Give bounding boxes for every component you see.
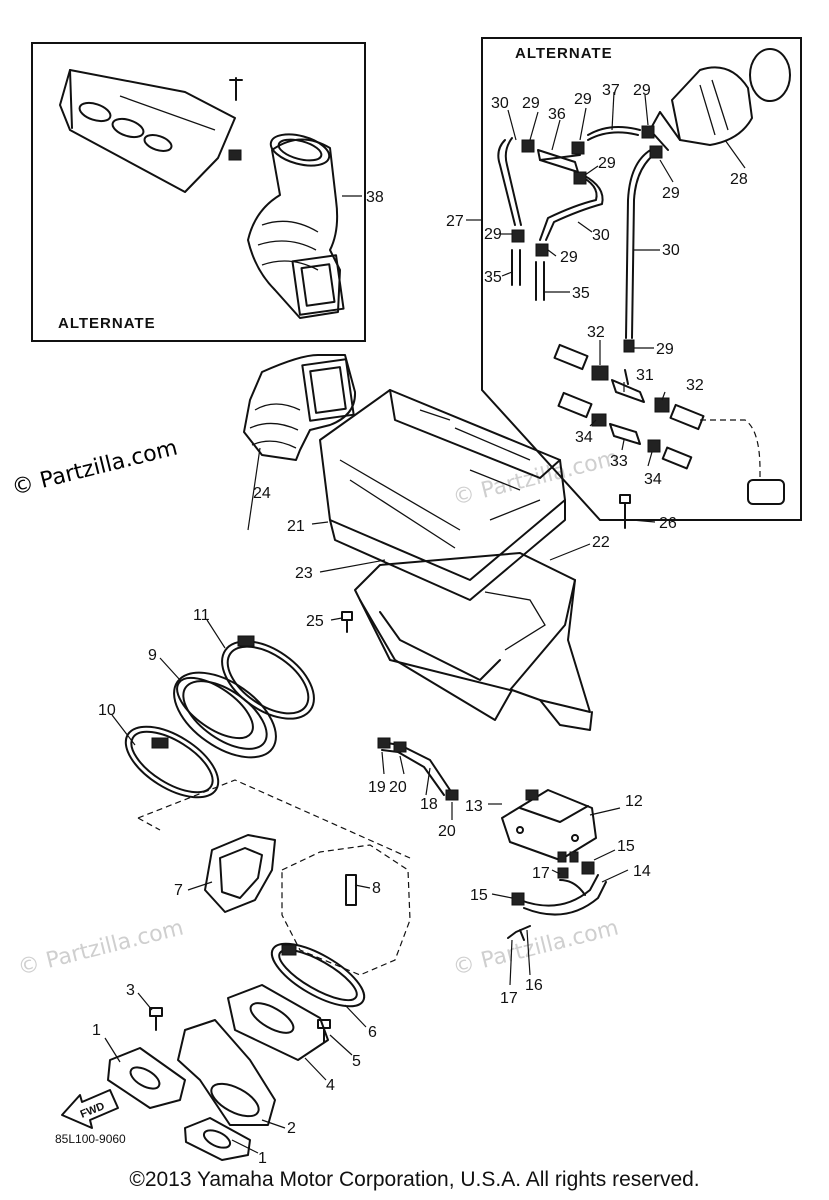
callout-29e: 29 — [662, 185, 680, 202]
callout-32a: 32 — [587, 324, 605, 341]
callout-31: 31 — [636, 367, 654, 384]
callout-14: 14 — [633, 863, 651, 880]
callout-28: 28 — [730, 171, 748, 188]
callout-20b: 20 — [438, 823, 456, 840]
callout-2: 2 — [287, 1120, 296, 1137]
callout-22: 22 — [592, 534, 610, 551]
watermark-faint-1: © Partzilla.com — [15, 915, 186, 980]
carburetor-group — [204, 834, 411, 976]
callout-15a: 15 — [470, 887, 488, 904]
callout-17a: 17 — [532, 865, 550, 882]
alternate-silencer-box — [59, 69, 243, 193]
left-inset-frame — [31, 42, 366, 342]
clip-16 — [507, 925, 531, 941]
callout-35a: 35 — [484, 269, 502, 286]
callout-13: 13 — [465, 798, 483, 815]
callout-23: 23 — [295, 565, 313, 582]
callout-labels: 1 1 2 3 4 5 6 7 8 9 10 11 12 13 14 15 15… — [92, 82, 748, 1167]
callout-24: 24 — [253, 485, 271, 502]
callout-15b: 15 — [617, 838, 635, 855]
callout-21: 21 — [287, 518, 305, 535]
callout-6: 6 — [368, 1024, 377, 1041]
silencer-cover — [319, 389, 566, 601]
callout-19: 19 — [368, 779, 386, 796]
copyright-notice: ©2013 Yamaha Motor Corporation, U.S.A. A… — [129, 1168, 700, 1191]
fuel-pump — [501, 789, 597, 863]
left-alternate-inset: ALTERNATE — [31, 42, 366, 342]
callout-17b: 17 — [500, 990, 518, 1007]
drawing-number: 85L100-9060 — [55, 1132, 126, 1146]
reed-valve — [270, 942, 366, 1008]
callout-29a: 29 — [522, 95, 540, 112]
callout-4: 4 — [326, 1077, 335, 1094]
callout-12: 12 — [625, 793, 643, 810]
left-inset-label: ALTERNATE — [58, 315, 156, 332]
bolt-3 — [149, 1007, 163, 1031]
callout-37: 37 — [602, 82, 620, 99]
leader-lines — [104, 91, 746, 1154]
callout-30c: 30 — [662, 242, 680, 259]
gaskets-1 — [107, 1047, 251, 1161]
callout-7: 7 — [174, 882, 183, 899]
fuel-hoses-14 — [511, 861, 607, 916]
callout-30a: 30 — [491, 95, 509, 112]
screw-25 — [341, 611, 353, 633]
fwd-arrow: FWD — [61, 1089, 119, 1129]
callout-16: 16 — [525, 977, 543, 994]
callout-29g: 29 — [560, 249, 578, 266]
watermark-main: © Partzilla.com — [9, 435, 180, 500]
callout-1b: 1 — [258, 1150, 267, 1167]
reed-valve-plate — [227, 984, 329, 1061]
fwd-label: FWD — [79, 1100, 107, 1121]
callout-29d: 29 — [598, 155, 616, 172]
right-inset-frame — [481, 37, 802, 521]
callout-29c: 29 — [633, 82, 651, 99]
intake-duct — [243, 354, 357, 461]
callout-27: 27 — [446, 213, 464, 230]
callout-26: 26 — [659, 515, 677, 532]
callout-29b: 29 — [574, 91, 592, 108]
intake-manifold — [177, 1019, 276, 1126]
callout-9: 9 — [148, 647, 157, 664]
fuel-tank-cap — [649, 48, 791, 151]
callout-30b: 30 — [592, 227, 610, 244]
callout-34b: 34 — [644, 471, 662, 488]
callout-32b: 32 — [686, 377, 704, 394]
callout-10: 10 — [98, 702, 116, 719]
callout-20a: 20 — [389, 779, 407, 796]
callout-38: 38 — [366, 189, 384, 206]
callout-3: 3 — [126, 982, 135, 999]
callout-5: 5 — [352, 1053, 361, 1070]
watermark-faint-2: © Partzilla.com — [450, 915, 621, 980]
bolt-5 — [317, 1019, 331, 1043]
callout-33: 33 — [610, 453, 628, 470]
callout-11: 11 — [193, 607, 210, 624]
alternate-intake-duct — [247, 133, 345, 319]
callout-8: 8 — [372, 880, 381, 897]
callout-35b: 35 — [572, 285, 590, 302]
callout-18: 18 — [420, 796, 438, 813]
callout-34a: 34 — [575, 429, 593, 446]
right-alternate-inset: ALTERNATE — [481, 37, 802, 529]
callout-29f: 29 — [484, 226, 502, 243]
callout-25: 25 — [306, 613, 324, 630]
callout-1a: 1 — [92, 1022, 101, 1039]
right-inset-label: ALTERNATE — [515, 45, 613, 62]
callout-36: 36 — [548, 106, 566, 123]
callout-29h: 29 — [656, 341, 674, 358]
joint-9 — [173, 671, 277, 759]
silencer-case — [354, 552, 593, 731]
clamp-10 — [124, 725, 220, 799]
